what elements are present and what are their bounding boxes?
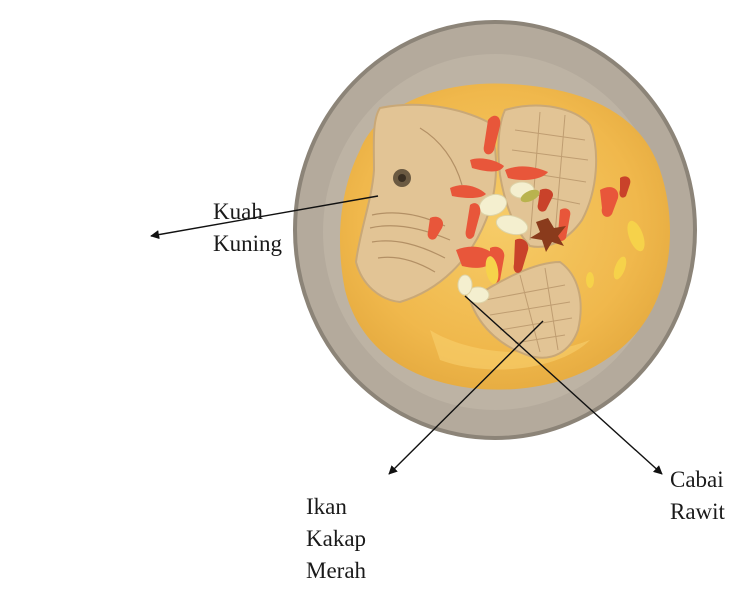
- label-ikan-kakap-merah-line1: Ikan: [306, 491, 366, 523]
- label-cabai-rawit-line2: Rawit: [670, 496, 725, 528]
- garlic-slice: [458, 275, 472, 295]
- label-kuah-kuning: Kuah Kuning: [213, 196, 282, 260]
- label-cabai-rawit-line1: Cabai: [670, 464, 725, 496]
- label-ikan-kakap-merah-line2: Kakap: [306, 523, 366, 555]
- label-ikan-kakap-merah-line3: Merah: [306, 555, 366, 587]
- label-cabai-rawit: Cabai Rawit: [670, 464, 725, 528]
- label-kuah-kuning-line2: Kuning: [213, 228, 282, 260]
- label-kuah-kuning-line1: Kuah: [213, 196, 282, 228]
- label-ikan-kakap-merah: Ikan Kakap Merah: [306, 491, 366, 587]
- lemongrass-piece: [586, 272, 594, 288]
- fish-eye-pupil: [398, 174, 406, 182]
